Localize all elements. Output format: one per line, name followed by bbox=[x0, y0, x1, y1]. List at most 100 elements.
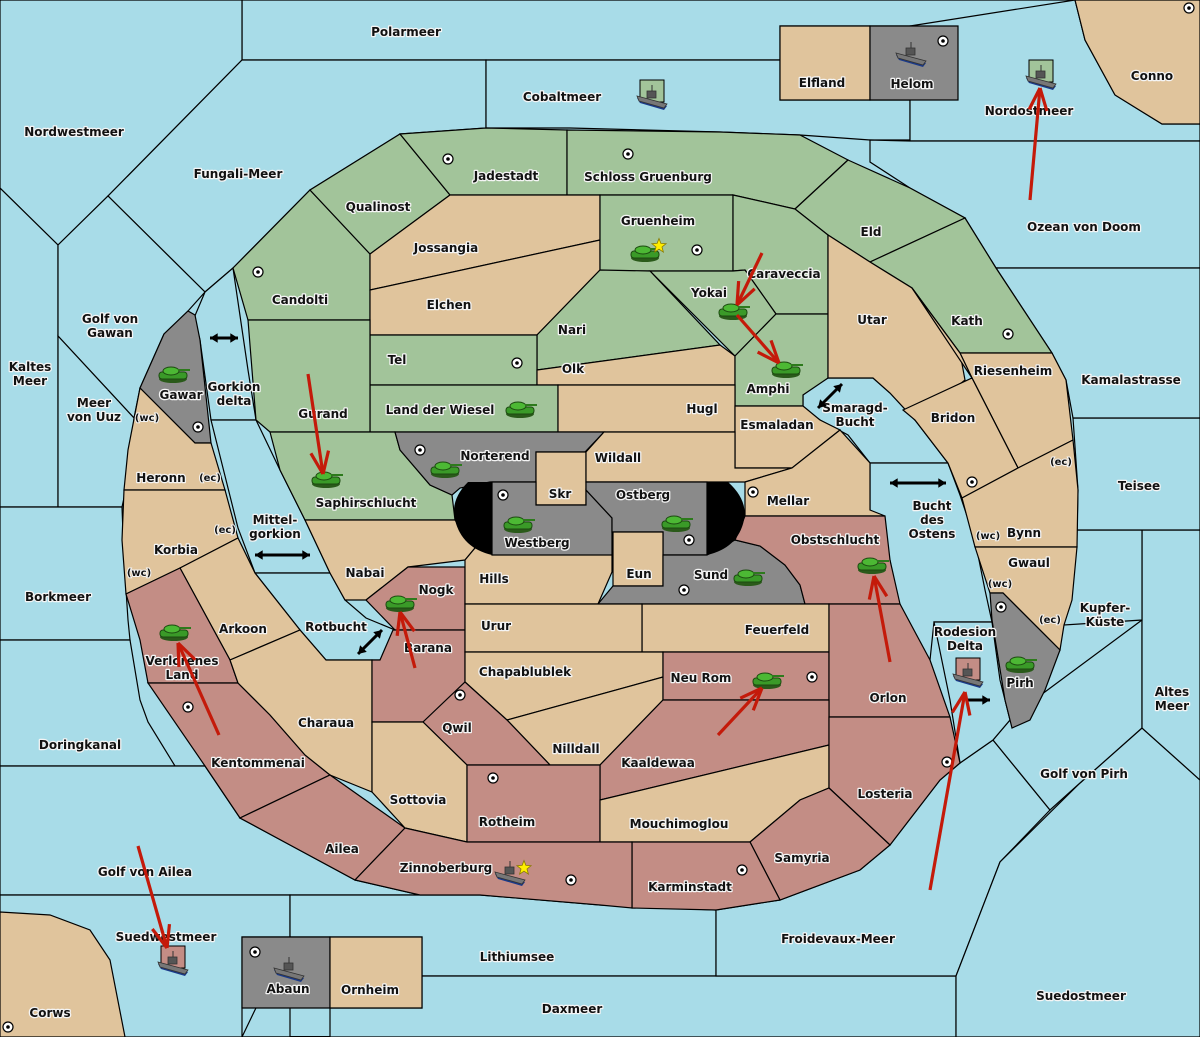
region-label-hills: Hills bbox=[479, 572, 509, 586]
region-obstschlucht[interactable] bbox=[734, 515, 901, 605]
region-label-bridon: Bridon bbox=[931, 411, 976, 425]
supply-center-icon bbox=[511, 357, 523, 369]
tank-icon[interactable] bbox=[311, 471, 343, 488]
region-kaltes-meer[interactable] bbox=[0, 187, 59, 508]
region-label-conno: Conno bbox=[1131, 69, 1173, 83]
region-label-mellar: Mellar bbox=[767, 494, 809, 508]
region-label-sund: Sund bbox=[694, 568, 728, 582]
region-label-karminstadt: Karminstadt bbox=[648, 880, 732, 894]
ship-icon[interactable] bbox=[494, 861, 526, 886]
tank-icon[interactable] bbox=[857, 557, 889, 574]
coast-label: (wc) bbox=[988, 579, 1012, 590]
region-label-korbia: Korbia bbox=[154, 543, 198, 557]
supply-center-icon bbox=[249, 946, 261, 958]
region-label-qualinost: Qualinost bbox=[346, 200, 411, 214]
region-label-cobaltmeer: Cobaltmeer bbox=[523, 90, 601, 104]
region-label-saphirschlucht: Saphirschlucht bbox=[316, 496, 417, 510]
region-charaua[interactable] bbox=[229, 629, 373, 793]
region-label-abaun: Abaun bbox=[266, 982, 309, 996]
region-teisee[interactable] bbox=[1072, 417, 1200, 531]
supply-center-icon bbox=[497, 489, 509, 501]
region-label-kath: Kath bbox=[951, 314, 983, 328]
region-label-gwaul: Gwaul bbox=[1008, 556, 1050, 570]
supply-center-icon bbox=[736, 864, 748, 876]
region-label-pirh: Pirh bbox=[1006, 676, 1033, 690]
region-label-qwil: Qwil bbox=[442, 721, 472, 735]
region-label-charaua: Charaua bbox=[298, 716, 354, 730]
ship-icon[interactable] bbox=[157, 945, 189, 976]
supply-center-icon bbox=[747, 486, 759, 498]
tank-icon[interactable] bbox=[733, 569, 765, 586]
ship-icon[interactable] bbox=[895, 42, 927, 67]
region-label-helom: Helom bbox=[890, 77, 933, 91]
tank-icon[interactable] bbox=[430, 461, 462, 478]
tank-icon[interactable] bbox=[752, 672, 784, 689]
coast-label: (ec) bbox=[199, 473, 221, 484]
ship-icon[interactable] bbox=[952, 657, 984, 688]
region-label-esmaladan: Esmaladan bbox=[740, 418, 813, 432]
region-label-bynn: Bynn bbox=[1007, 526, 1041, 540]
ship-icon[interactable] bbox=[1025, 59, 1057, 90]
region-label-teisee: Teisee bbox=[1118, 479, 1160, 493]
tank-icon[interactable] bbox=[505, 401, 537, 418]
supply-center-icon bbox=[683, 534, 695, 546]
region-conno[interactable] bbox=[1074, 0, 1200, 125]
region-label-wildall: Wildall bbox=[595, 451, 641, 465]
region-corws[interactable] bbox=[0, 911, 126, 1037]
region-label-nari: Nari bbox=[558, 323, 586, 337]
order-arrow bbox=[735, 313, 781, 365]
region-label-gawar: Gawar bbox=[159, 388, 202, 402]
region-label-neu-rom: Neu Rom bbox=[671, 671, 732, 685]
region-label-suedostmeer: Suedostmeer bbox=[1036, 989, 1126, 1003]
coast-label: (ec) bbox=[214, 525, 236, 536]
supply-center-icon bbox=[941, 756, 953, 768]
region-label-ornheim: Ornheim bbox=[341, 983, 399, 997]
tank-icon[interactable] bbox=[159, 624, 191, 641]
region-label-suedwestmeer: Suedwestmeer bbox=[116, 930, 217, 944]
region-rotheim[interactable] bbox=[466, 764, 601, 843]
region-label-orlon: Orlon bbox=[869, 691, 906, 705]
region-label-kupfer-kueste: Kupfer-Küste bbox=[1080, 601, 1130, 629]
ship-icon[interactable] bbox=[273, 957, 305, 982]
region-label-riesenheim: Riesenheim bbox=[974, 364, 1053, 378]
region-label-elfland: Elfland bbox=[799, 76, 845, 90]
canal-arrow-icon bbox=[210, 333, 238, 343]
region-label-skr: Skr bbox=[549, 487, 572, 501]
region-label-froidevaux-meer: Froidevaux-Meer bbox=[781, 932, 895, 946]
region-label-kamalastrasse: Kamalastrasse bbox=[1081, 373, 1181, 387]
supply-center-icon bbox=[442, 153, 454, 165]
supply-center-icon bbox=[1183, 2, 1195, 14]
region-label-candolti: Candolti bbox=[272, 293, 328, 307]
region-gruenheim[interactable] bbox=[599, 194, 734, 272]
region-label-fungali-meer: Fungali-Meer bbox=[194, 167, 283, 181]
tank-icon[interactable] bbox=[718, 303, 750, 320]
region-borkmeer[interactable] bbox=[0, 506, 131, 641]
tank-icon[interactable] bbox=[503, 516, 535, 533]
tank-icon[interactable] bbox=[1005, 656, 1037, 673]
region-label-mittelgorkion: Mittel-gorkion bbox=[249, 513, 301, 541]
region-label-kentommenai: Kentommenai bbox=[211, 756, 305, 770]
supply-center-icon bbox=[678, 584, 690, 596]
tank-icon[interactable] bbox=[771, 361, 803, 378]
tank-icon[interactable] bbox=[661, 515, 693, 532]
supply-center-icon bbox=[995, 601, 1007, 613]
supply-center-icon bbox=[691, 244, 703, 256]
region-label-jadestadt: Jadestadt bbox=[473, 169, 539, 183]
region-ornheim[interactable] bbox=[329, 936, 423, 1009]
region-label-borkmeer: Borkmeer bbox=[25, 590, 91, 604]
region-zinnoberburg[interactable] bbox=[353, 827, 633, 909]
supply-center-icon bbox=[252, 266, 264, 278]
region-label-nordostmeer: Nordostmeer bbox=[985, 104, 1074, 118]
ship-icon[interactable] bbox=[636, 79, 668, 110]
region-label-gruenheim: Gruenheim bbox=[621, 214, 695, 228]
tank-icon[interactable] bbox=[385, 595, 417, 612]
region-label-feuerfeld: Feuerfeld bbox=[745, 623, 810, 637]
region-label-eld: Eld bbox=[861, 225, 882, 239]
region-label-zinnoberburg: Zinnoberburg bbox=[400, 861, 492, 875]
tank-icon[interactable] bbox=[158, 366, 190, 383]
region-label-lithiumsee: Lithiumsee bbox=[480, 950, 555, 964]
